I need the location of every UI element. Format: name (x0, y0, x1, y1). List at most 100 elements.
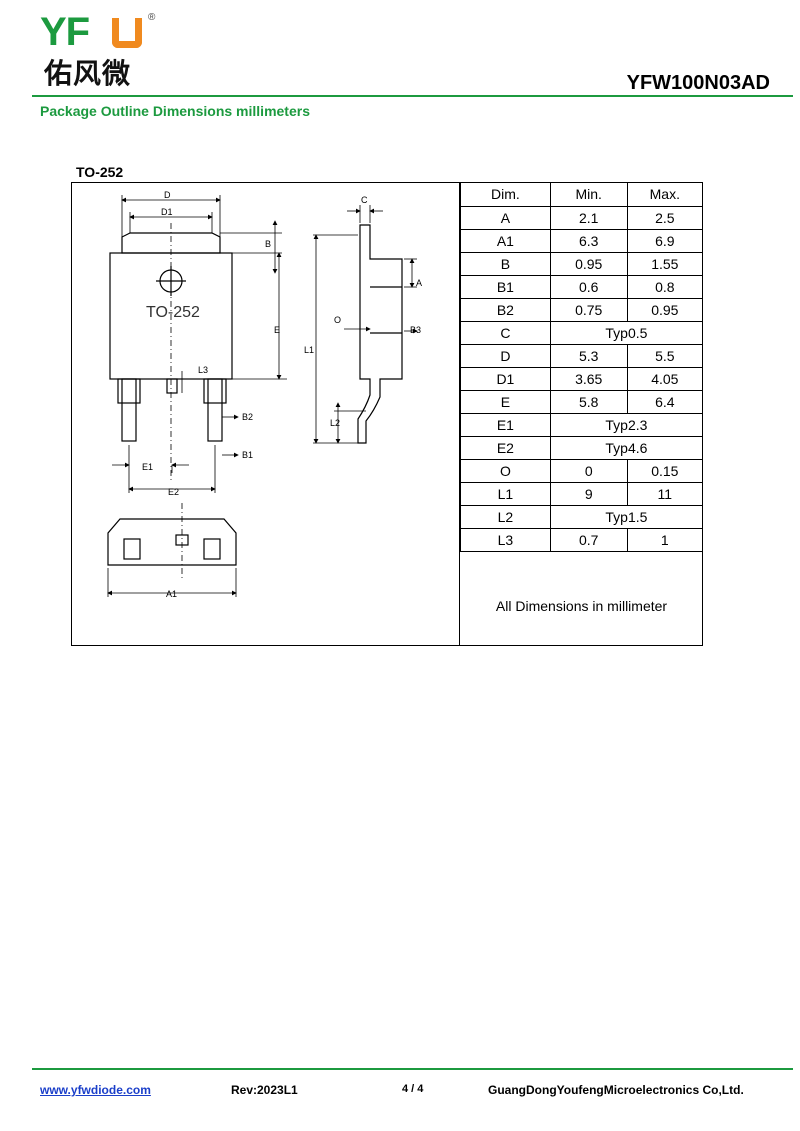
dim-label-l2: L2 (330, 418, 340, 428)
cell-max: 0.15 (626, 458, 702, 483)
dim-label-b2: B2 (242, 412, 253, 422)
outline-drawing-svg: D D1 B E L3 B2 B1 E1 E2 A1 C A O L1 L2 B… (107, 190, 422, 599)
lead-left (121, 378, 137, 442)
dim-label-c: C (361, 195, 368, 205)
header-divider (32, 95, 793, 97)
cell-min: 5.8 (549, 389, 628, 414)
cell-max: 11 (626, 481, 702, 506)
cell-max: 1.55 (626, 251, 702, 276)
cell-max: 2.5 (626, 205, 702, 230)
cell-max: 5.5 (626, 343, 702, 368)
dim-label-b: B (265, 239, 271, 249)
dim-label-d: D (164, 190, 171, 200)
part-number: YFW100N03AD (626, 72, 770, 94)
package-label: TO-252 (76, 164, 124, 180)
cell-min: 0.95 (549, 251, 628, 276)
registered-mark: ® (148, 12, 156, 23)
cell-dim: D1 (460, 366, 551, 391)
cell-dim: D (460, 343, 551, 368)
cell-min: 9 (549, 481, 628, 506)
company-logo: YF ® 佑风微 (40, 12, 160, 94)
dimensions-note: All Dimensions in millimeter (495, 598, 668, 614)
bottom-view-outline (107, 518, 237, 566)
cell-min: 0.6 (549, 274, 628, 299)
dim-label-e2: E2 (168, 487, 179, 497)
cell-min: 0 (549, 458, 628, 483)
cell-dim: O (460, 458, 551, 483)
cell-typ: Typ2.3 (549, 412, 702, 437)
package-outline-frame: D D1 B E L3 B2 B1 E1 E2 A1 C A O L1 L2 B… (71, 182, 703, 646)
cell-dim: L3 (460, 527, 551, 552)
cell-dim: B1 (460, 274, 551, 299)
side-view-outline (357, 224, 403, 444)
cell-dim: E (460, 389, 551, 414)
cell-dim: B2 (460, 297, 551, 322)
dim-label-b3: B3 (410, 325, 421, 335)
cell-min: 2.1 (549, 205, 628, 230)
dim-label-e1: E1 (142, 462, 153, 472)
table-header-row: Dim. Min. Max. (460, 183, 702, 207)
cell-min: 6.3 (549, 228, 628, 253)
logo-letters: YF (40, 10, 90, 54)
cell-typ: Typ4.6 (549, 435, 702, 460)
dim-label-l3: L3 (198, 365, 208, 375)
cell-dim: L1 (460, 481, 551, 506)
dim-label-a1: A1 (166, 589, 177, 599)
header-dim: Dim. (460, 183, 551, 207)
dim-label-a: A (416, 278, 422, 288)
lead-center (166, 378, 178, 394)
cell-dim: L2 (460, 504, 551, 529)
logo-u-mark (112, 18, 142, 48)
page-number: 4 / 4 (402, 1083, 424, 1095)
header-min: Min. (549, 183, 628, 207)
cell-min: 0.7 (549, 527, 628, 552)
cell-max: 6.4 (626, 389, 702, 414)
cell-min: 3.65 (549, 366, 628, 391)
cell-typ: Typ0.5 (549, 320, 702, 345)
cell-max: 0.8 (626, 274, 702, 299)
cell-min: 5.3 (549, 343, 628, 368)
company-name: GuangDongYoufengMicroelectronics Co,Ltd. (488, 1083, 744, 1097)
cell-max: 6.9 (626, 228, 702, 253)
dim-label-l1: L1 (304, 345, 314, 355)
website-link[interactable]: www.yfwdiode.com (40, 1083, 151, 1097)
cell-dim: A1 (460, 228, 551, 253)
package-drawing: D D1 B E L3 B2 B1 E1 E2 A1 C A O L1 L2 B… (72, 183, 460, 645)
cell-max: 1 (626, 527, 702, 552)
lead-right (207, 378, 223, 442)
cell-dim: E1 (460, 412, 551, 437)
cell-dim: E2 (460, 435, 551, 460)
logo-chinese-name: 佑风微 (44, 57, 132, 90)
cell-typ: Typ1.5 (549, 504, 702, 529)
package-body-marking: TO-252 (146, 304, 200, 321)
dim-label-d1: D1 (161, 207, 173, 217)
section-title: Package Outline Dimensions millimeters (40, 103, 310, 119)
revision-text: Rev:2023L1 (231, 1083, 298, 1097)
header-max: Max. (626, 183, 702, 207)
footer-divider (32, 1068, 793, 1070)
cell-dim: A (460, 205, 551, 230)
dim-label-o: O (334, 315, 341, 325)
cell-dim: C (460, 320, 551, 345)
cell-dim: B (460, 251, 551, 276)
dim-label-b1: B1 (242, 450, 253, 460)
cell-max: 4.05 (626, 366, 702, 391)
cell-max: 0.95 (626, 297, 702, 322)
dim-label-e: E (274, 325, 280, 335)
